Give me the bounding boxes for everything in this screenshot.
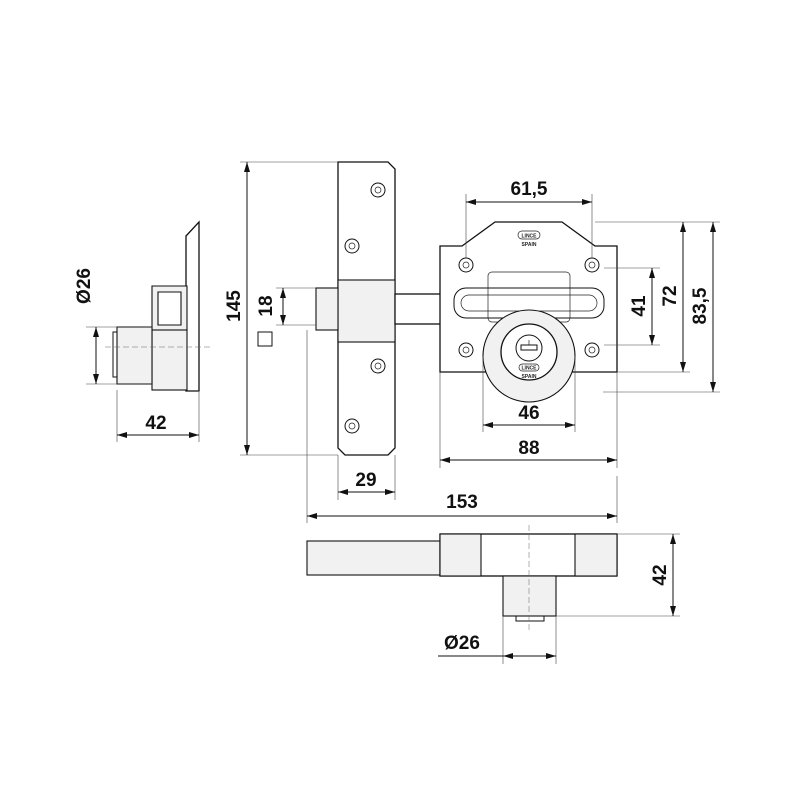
strike-screw-hole <box>370 182 386 198</box>
strike-keeper <box>337 279 396 343</box>
dim-cylinder-spacing: 46 <box>518 403 539 424</box>
bottom-view <box>306 525 618 630</box>
bolt-tip <box>315 287 339 331</box>
brand-badge <box>517 230 541 240</box>
dim-bottom-diameter: Ø26 <box>444 633 480 654</box>
dim-total-height: 145 <box>224 290 245 322</box>
keyway-ring <box>515 334 543 362</box>
strike-plate <box>337 161 396 456</box>
dim-bolt-square: 18 <box>256 295 277 316</box>
cylinder-face <box>500 323 558 381</box>
dim-strike-width: 29 <box>355 470 376 491</box>
side-view <box>105 220 210 392</box>
dim-side-depth: 42 <box>145 413 166 434</box>
side-cylinder <box>116 326 153 385</box>
lock-body: LINCE SPAIN LINCE SPAIN <box>439 221 618 403</box>
cylinder-badge-text: LINCE <box>522 366 538 372</box>
strike-screw-hole-inner <box>348 422 356 430</box>
strike-screw-hole <box>344 238 360 254</box>
bottom-mount-left <box>439 533 482 577</box>
brand-badge-text: LINCE <box>522 234 538 240</box>
dim-body-width: 88 <box>518 438 539 459</box>
strike-screw-hole <box>344 418 360 434</box>
lock-screw-hole <box>458 342 474 358</box>
side-mounting-plate <box>185 220 200 392</box>
strike-screw-hole-inner <box>374 362 382 370</box>
strike-screw-hole-inner <box>348 242 356 250</box>
dim-bottom-depth: 42 <box>650 564 671 585</box>
dim-inner-height: 72 <box>660 285 681 306</box>
bolt-bar <box>394 293 446 325</box>
lock-screw-hole-inner <box>462 346 470 354</box>
bottom-bolt <box>306 540 443 576</box>
lock-screw-hole-inner <box>588 346 596 354</box>
bottom-cylinder-tail <box>515 615 545 622</box>
strike-screw-hole <box>370 358 386 374</box>
dimension-labels: Ø26 42 145 18 61,5 41 72 83,5 46 88 29 1… <box>74 179 711 654</box>
square-symbol <box>257 331 273 347</box>
bottom-cylinder <box>502 575 557 617</box>
dim-slot-height: 41 <box>629 295 650 317</box>
lock-screw-hole <box>584 342 600 358</box>
origin-text: SPAIN <box>522 242 537 248</box>
dimension-lines <box>86 161 720 664</box>
lock-screw-hole-inner <box>588 261 596 269</box>
dim-side-diameter: Ø26 <box>74 268 95 304</box>
dim-total-length: 153 <box>446 492 478 513</box>
side-bracket <box>151 285 188 331</box>
bottom-mount-right <box>574 533 618 577</box>
side-cylinder-rim <box>112 331 118 378</box>
cylinder-badge <box>518 363 540 372</box>
dim-outer-height: 83,5 <box>690 287 711 324</box>
cylinder-origin-text: SPAIN <box>522 374 537 380</box>
strike-screw-hole-inner <box>374 186 382 194</box>
side-body <box>151 329 188 391</box>
dim-bolt-spacing: 61,5 <box>511 179 548 200</box>
lock-screw-hole-inner <box>462 261 470 269</box>
